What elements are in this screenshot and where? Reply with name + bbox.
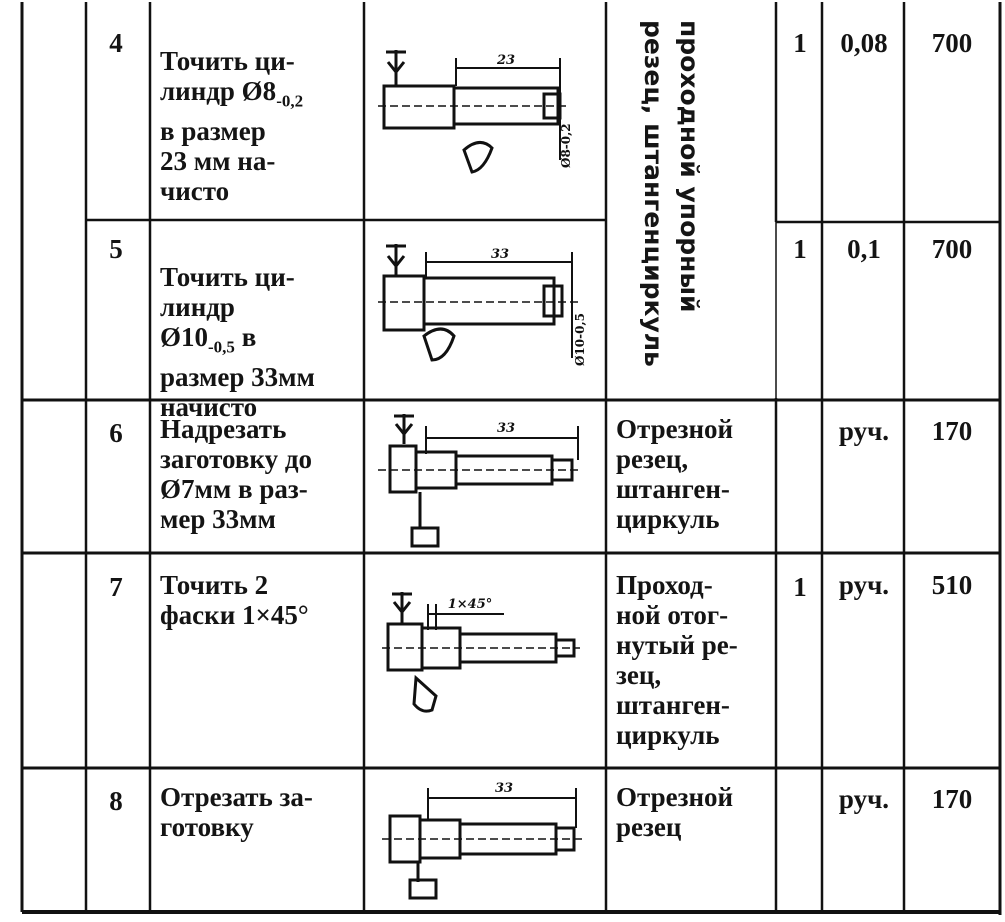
- row-7-sketch: 1×45°: [382, 592, 580, 713]
- row-4-operation-head: Точить ци- линдр Ø8: [160, 46, 295, 106]
- row-8-speed: 170: [931, 784, 973, 814]
- row-8-feed: руч.: [838, 784, 890, 814]
- row-4-qty: 1: [793, 28, 807, 58]
- row-5-operation-dia: Ø10: [160, 322, 209, 352]
- row-4-speed: 700: [931, 28, 973, 58]
- row-5-speed: 700: [931, 234, 973, 264]
- merged-tool-line2: резец, штангенциркуль: [639, 20, 668, 367]
- row-4-tol-label: Ø8-0,2: [559, 123, 573, 168]
- row-5-sketch: 33 Ø10-0,5: [378, 244, 587, 366]
- row-4-dim-label: 23: [496, 53, 515, 68]
- row-7-qty: 1: [793, 572, 807, 602]
- row-6-operation: Надрезать заготовку до Ø7мм в раз- мер 3…: [160, 414, 312, 534]
- row-5-operation-rest: размер 33мм начисто: [160, 362, 315, 423]
- row-8-dim-label: 33: [495, 781, 513, 796]
- row-8-operation: Отрезать за- готовку: [160, 782, 313, 842]
- row-8-number: 8: [109, 786, 123, 816]
- row-7-operation: Точить 2 фаски 1×45°: [160, 570, 309, 630]
- row-6-tool: Отрезной резец, штанген- циркуль: [616, 414, 734, 534]
- row-5-tol-label: Ø10-0,5: [573, 313, 587, 366]
- row-4-number: 4: [109, 28, 123, 58]
- row-7-speed: 510: [931, 570, 973, 600]
- row-6-dim-label: 33: [497, 421, 515, 436]
- row-6-sketch: 33: [378, 414, 582, 548]
- row-7-dim-label: 1×45°: [448, 597, 493, 612]
- row-7-feed: руч.: [838, 570, 890, 600]
- row-4-operation-rest: в размер 23 мм на- чисто: [160, 116, 276, 207]
- row-5-operation-sub: -0,5: [208, 337, 235, 357]
- row-5-feed: 0,1: [847, 234, 881, 264]
- row-7-number: 7: [109, 572, 123, 602]
- row-6-speed: 170: [931, 416, 973, 446]
- row-5-number: 5: [109, 234, 123, 264]
- row-6-feed: руч.: [838, 416, 890, 446]
- row-5-operation-after: в: [234, 322, 257, 352]
- row-4-operation-sub: -0,2: [276, 91, 304, 111]
- row-5-operation-head: Точить ци- линдр: [160, 262, 295, 322]
- row-8-sketch: 33: [382, 781, 582, 900]
- row-6-number: 6: [109, 418, 123, 448]
- row-5-qty: 1: [793, 234, 807, 264]
- merged-tool-line1: проходной упорный: [675, 20, 704, 313]
- row-7-tool: Проход- ной отог- нутый ре- зец, штанген…: [616, 570, 738, 750]
- row-4-sketch: 23 Ø8-0,2: [378, 50, 573, 174]
- row-8-tool: Отрезной резец: [616, 782, 734, 842]
- row-5-dim-label: 33: [491, 247, 509, 262]
- row-4-feed: 0,08: [840, 28, 888, 58]
